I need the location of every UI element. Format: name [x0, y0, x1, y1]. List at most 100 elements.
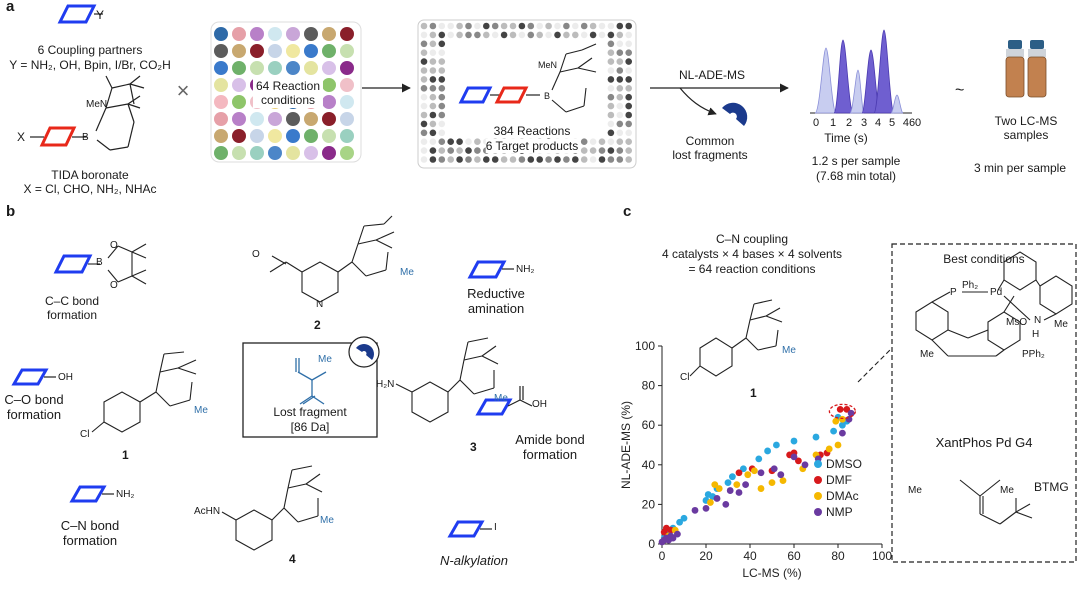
well	[304, 27, 318, 41]
plate-well	[616, 85, 624, 92]
plate-well	[456, 22, 463, 30]
plate-well	[625, 40, 632, 48]
plate-well	[465, 147, 472, 154]
plate-well	[545, 22, 552, 30]
well	[268, 61, 282, 75]
plate-well	[509, 31, 517, 39]
well	[232, 112, 246, 126]
plate-well	[598, 147, 606, 154]
plate-well	[580, 156, 588, 163]
y-tick-label: 100	[635, 339, 655, 353]
plate-well	[625, 31, 632, 39]
compound-4-structure	[221, 465, 323, 551]
well	[340, 129, 354, 143]
amine-nh2-label: NH₂	[516, 264, 535, 275]
y-tick-label: 80	[642, 379, 656, 393]
y-tick-label: 60	[642, 418, 656, 432]
base-name: BTMG	[1034, 480, 1069, 494]
plate-well	[438, 93, 446, 101]
plate-well	[598, 31, 606, 39]
time-tick: 0	[812, 117, 820, 129]
x-tick-label: 100	[872, 549, 892, 563]
plate-well	[438, 40, 446, 48]
plate-well	[456, 138, 463, 145]
compound-2-structure	[269, 215, 395, 303]
plate-well	[465, 138, 472, 145]
plate-well	[616, 102, 624, 110]
compound-1-cl-label: Cl	[80, 429, 90, 440]
data-point-dmso	[790, 437, 798, 445]
plate-well	[509, 156, 517, 163]
compound-3-structure	[395, 337, 499, 423]
data-point-nmp	[777, 471, 785, 479]
plate-well	[607, 120, 615, 128]
data-point-dmso	[676, 518, 683, 526]
best-point-highlight	[828, 403, 857, 419]
hydroxy-oh-label: OH	[58, 372, 73, 383]
data-point-nmp	[735, 489, 743, 496]
plate-well	[616, 129, 624, 137]
plate-well	[420, 49, 428, 56]
lcms-time: 3 min per sample	[973, 161, 1067, 175]
x-tick-label: 80	[831, 549, 845, 563]
data-point-dmso	[740, 465, 747, 473]
plate-well	[465, 31, 472, 39]
hydroxy-scaffold	[11, 368, 56, 386]
well	[232, 44, 246, 58]
btmg-structure	[959, 479, 1033, 525]
total-time: (7.68 min total)	[815, 169, 897, 183]
data-point-nmp	[713, 495, 721, 502]
well	[250, 27, 264, 41]
data-point-dmac	[733, 481, 741, 488]
data-point-nmp	[757, 469, 765, 477]
time-tick: 2	[845, 117, 853, 129]
plate-well	[616, 40, 624, 48]
aldehyde-o-label: O	[252, 249, 260, 260]
data-point-dmac	[757, 485, 765, 492]
time-axis-label: Time (s)	[824, 131, 868, 145]
n-alkylation-label: N-alkylation	[440, 553, 508, 568]
panel-a-label: a	[6, 0, 15, 15]
partners-list: Y = NH₂, OH, Bpin, I/Br, CO₂H	[9, 58, 171, 72]
plate-well	[474, 22, 481, 30]
data-point-dmac	[751, 467, 758, 475]
plate-well	[474, 156, 481, 163]
panel-c-compound-1-structure	[689, 299, 783, 377]
plate-well	[616, 49, 624, 56]
well	[250, 44, 264, 58]
plate-well	[518, 22, 526, 30]
plate-well	[483, 31, 490, 39]
plate-well	[429, 147, 437, 154]
fragment-me-label: Me	[318, 354, 332, 365]
well	[304, 44, 318, 58]
x-tick-label: 60	[787, 549, 801, 563]
plate-well	[589, 138, 597, 145]
partner-y-label: Y	[96, 8, 105, 22]
plate-well	[625, 93, 632, 101]
well	[322, 27, 336, 41]
well	[250, 112, 264, 126]
plate-well	[456, 31, 463, 39]
data-point-dmso	[755, 455, 763, 463]
plate-well	[563, 22, 570, 30]
data-point-dmac	[825, 445, 833, 453]
y-tick-label: 0	[648, 537, 655, 551]
well	[340, 78, 354, 92]
x-axis-label: LC-MS (%)	[742, 566, 801, 580]
target-product-structure	[458, 86, 540, 104]
plate-well	[491, 156, 499, 163]
well	[304, 61, 318, 75]
compound-1-number: 1	[122, 448, 129, 462]
plate-well	[474, 147, 481, 154]
approx-sign: ~	[955, 82, 965, 99]
plate-well	[420, 138, 428, 145]
plate-well	[491, 22, 499, 30]
lost-fragment-label: Lost fragment	[273, 405, 347, 419]
y-tick-label: 20	[642, 497, 656, 511]
time-tick: 3	[860, 117, 868, 129]
xantphos-pd-g4-structure	[915, 251, 1073, 357]
plate-well	[438, 49, 446, 56]
plate-well	[625, 120, 632, 128]
plate-well	[536, 22, 543, 30]
